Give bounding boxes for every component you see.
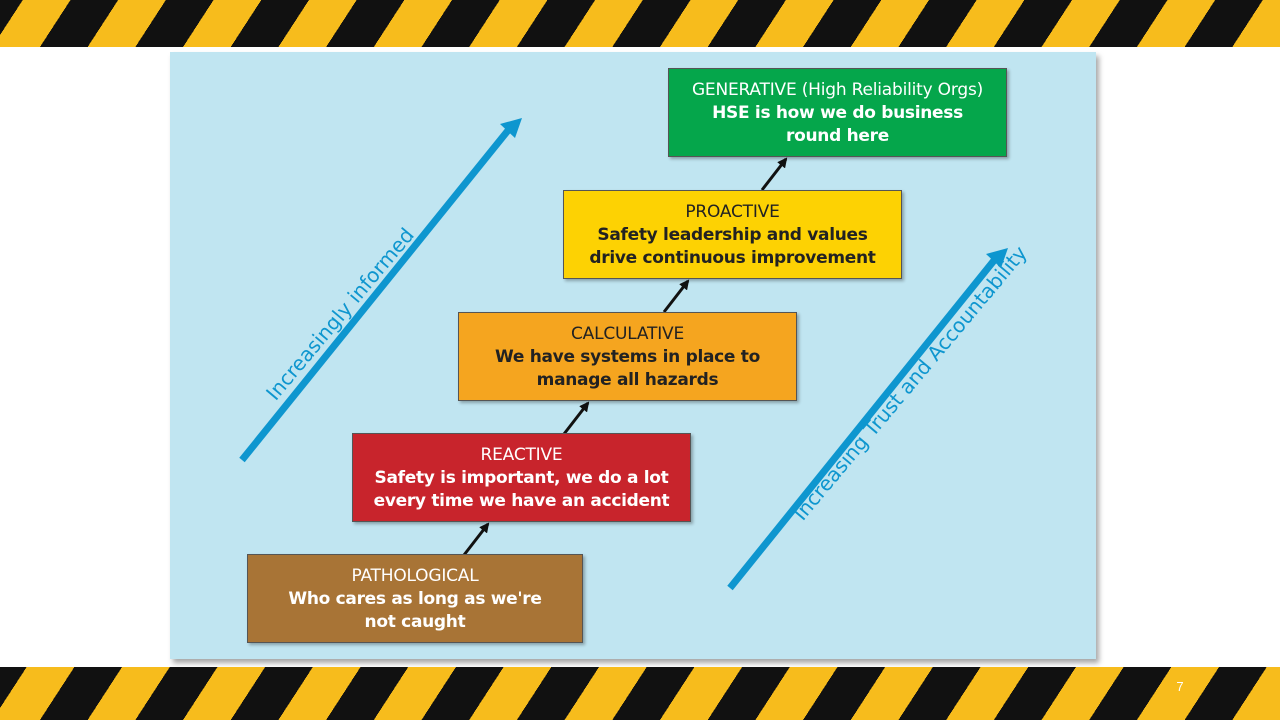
connector-arrow-1 <box>462 522 490 556</box>
safety-culture-ladder-diagram: Increasingly informed Increasing Trust a… <box>170 52 1096 659</box>
connector-arrows <box>239 118 1008 591</box>
stage-description-line: Who cares as long as we're <box>288 589 542 609</box>
stage-description-line: Safety leadership and values <box>597 225 868 245</box>
stage-title: PROACTIVE <box>685 202 780 222</box>
stage-proactive: PROACTIVE Safety leadership and values d… <box>563 190 902 279</box>
stage-pathological: PATHOLOGICAL Who cares as long as we're … <box>247 554 583 643</box>
hazard-stripe-top <box>0 0 1280 47</box>
trust-axis-arrow <box>727 255 999 591</box>
connector-arrow-4 <box>760 157 788 191</box>
stage-generative: GENERATIVE (High Reliability Orgs) HSE i… <box>668 68 1007 157</box>
hazard-stripe-bottom <box>0 667 1280 720</box>
stage-title: GENERATIVE (High Reliability Orgs) <box>691 80 984 100</box>
informed-axis-arrow <box>239 125 513 463</box>
trust-axis-arrowhead <box>986 248 1008 268</box>
stage-reactive: REACTIVE Safety is important, we do a lo… <box>352 433 691 522</box>
stage-description-line: Safety is important, we do a lot <box>374 468 669 488</box>
stage-description-line: every time we have an accident <box>373 491 670 511</box>
connector-arrow-2 <box>562 401 590 435</box>
connector-arrow-3 <box>662 279 690 313</box>
stage-description-line: not caught <box>364 612 466 632</box>
slide-number: 7 <box>1176 679 1184 694</box>
stage-title: CALCULATIVE <box>570 324 685 344</box>
stage-description-line: We have systems in place to <box>495 347 760 367</box>
stage-description-line: round here <box>786 126 889 146</box>
informed-axis-arrowhead <box>500 118 522 138</box>
stage-description-line: manage all hazards <box>536 370 719 390</box>
stage-title: REACTIVE <box>480 445 563 465</box>
stage-description-line: HSE is how we do business <box>712 103 963 123</box>
stage-calculative: CALCULATIVE We have systems in place to … <box>458 312 797 401</box>
stage-description-line: drive continuous improvement <box>589 248 876 268</box>
stage-title: PATHOLOGICAL <box>351 566 479 586</box>
